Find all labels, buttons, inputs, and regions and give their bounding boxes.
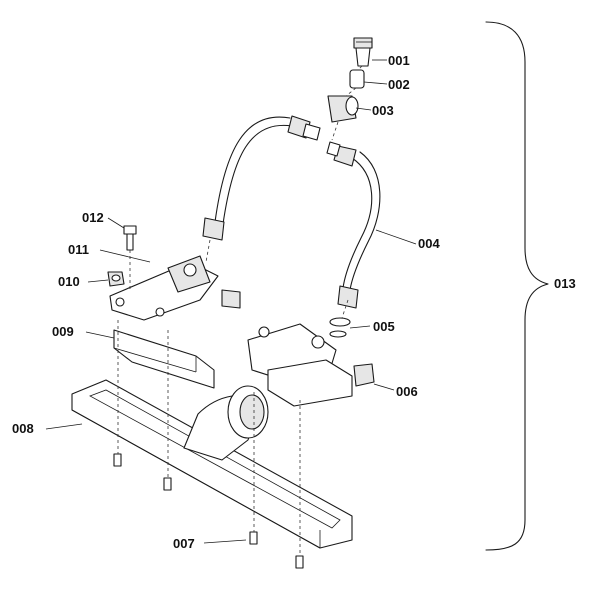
- part-label-008: 008: [12, 421, 34, 436]
- part-label-005: 005: [373, 319, 395, 334]
- t-connector: [327, 95, 359, 141]
- part-label-002: 002: [388, 77, 410, 92]
- right-manifold-block: [267, 359, 375, 407]
- screw: [123, 225, 137, 251]
- assembly-brace: [485, 21, 549, 551]
- alignment-lines: [117, 65, 363, 556]
- part-label-011: 011: [68, 242, 89, 257]
- washers: [329, 317, 351, 338]
- connector: [353, 37, 373, 67]
- part-label-007: 007: [173, 536, 195, 551]
- nut: [107, 271, 125, 287]
- screws: [113, 453, 304, 569]
- left-bracket: [109, 255, 241, 321]
- nozzle-base: [71, 379, 353, 549]
- part-label-004: 004: [418, 236, 440, 251]
- leader-lines: [45, 59, 417, 544]
- part-label-009: 009: [52, 324, 74, 339]
- part-label-003: 003: [372, 103, 394, 118]
- part-label-012: 012: [82, 210, 104, 225]
- part-label-013: 013: [554, 276, 576, 291]
- hose: [202, 115, 381, 309]
- fitting: [349, 69, 365, 89]
- left-manifold-block: [113, 329, 215, 389]
- part-label-001: 001: [388, 53, 410, 68]
- part-label-006: 006: [396, 384, 418, 399]
- part-label-010: 010: [58, 274, 80, 289]
